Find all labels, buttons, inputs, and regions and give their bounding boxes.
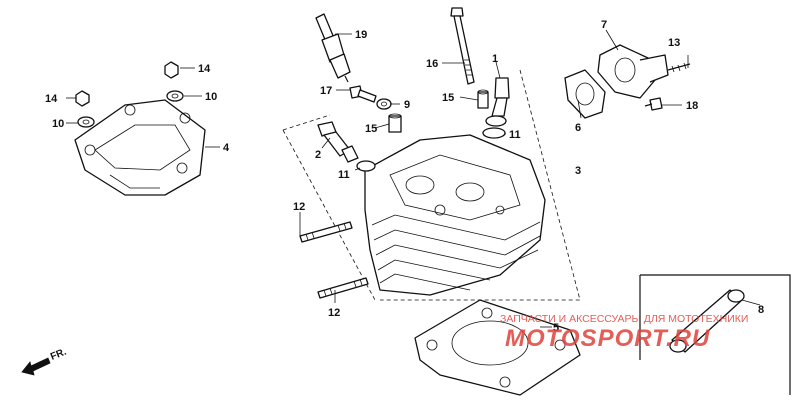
washer-left: [77, 116, 95, 128]
o-ring-left: [356, 160, 376, 172]
rocker-cover: [74, 99, 206, 196]
callout-8: 8: [758, 304, 764, 316]
sealing-washer: [376, 98, 392, 110]
spark-plug: [315, 13, 351, 83]
callout-14a: 14: [198, 63, 211, 75]
callout-10b: 10: [52, 118, 64, 130]
callout-12a: 12: [293, 201, 305, 213]
intake-stud: [667, 62, 691, 73]
front-direction-label: FR.: [49, 346, 68, 362]
callout-3: 3: [575, 165, 581, 177]
callout-7: 7: [601, 19, 607, 31]
callout-11a: 11: [509, 129, 521, 141]
valve-guide: [485, 77, 510, 127]
callout-14b: 14: [45, 93, 58, 105]
watermark: ЗАПЧАСТИ И АКСЕССУАРЫ ДЛЯ МОТОТЕХНИКИ MO…: [500, 313, 748, 352]
watermark-brand: MOTOSPORT.RU: [505, 325, 710, 352]
stud-bolt: [450, 7, 475, 85]
intake-pipe: [597, 44, 669, 99]
callout-17: 17: [320, 85, 332, 97]
callout-13: 13: [668, 37, 680, 49]
callout-16: 16: [426, 58, 438, 70]
callout-5: 5: [553, 322, 559, 334]
o-ring-right: [482, 127, 506, 139]
callout-15a: 15: [442, 92, 454, 104]
callout-15b: 15: [365, 123, 377, 135]
callout-2: 2: [315, 149, 321, 161]
callout-10a: 10: [205, 91, 217, 103]
valve-guide-left: [317, 121, 359, 163]
leader-lines: [66, 29, 761, 328]
dowel-pin-lower: [388, 113, 402, 133]
stud-lower: [317, 277, 369, 299]
head-gasket: [414, 299, 581, 396]
callout-9: 9: [404, 99, 410, 111]
head-bolt: [349, 85, 377, 103]
front-direction-arrow: FR.: [21, 346, 68, 376]
dowel-pin-upper: [477, 89, 489, 109]
cap-nut: [164, 61, 179, 79]
callout-19: 19: [355, 29, 367, 41]
washer-upper: [166, 90, 184, 102]
callout-6: 6: [575, 122, 581, 134]
cap-nut-left: [75, 90, 90, 107]
callout-4: 4: [223, 142, 230, 154]
callout-12b: 12: [328, 307, 340, 319]
callout-labels: 1 2 3 4 5 6 7 8 9 10 10 11 11 12 12 13 1…: [45, 19, 764, 334]
callout-1: 1: [492, 53, 498, 65]
cylinder-head: [282, 69, 581, 301]
watermark-tagline: ЗАПЧАСТИ И АКСЕССУАРЫ ДЛЯ МОТОТЕХНИКИ: [500, 313, 748, 325]
callout-18: 18: [686, 100, 698, 112]
callout-11b: 11: [338, 169, 350, 181]
intake-bolt: [644, 97, 663, 111]
intake-gasket: [564, 69, 606, 119]
stud-upper: [299, 221, 353, 243]
